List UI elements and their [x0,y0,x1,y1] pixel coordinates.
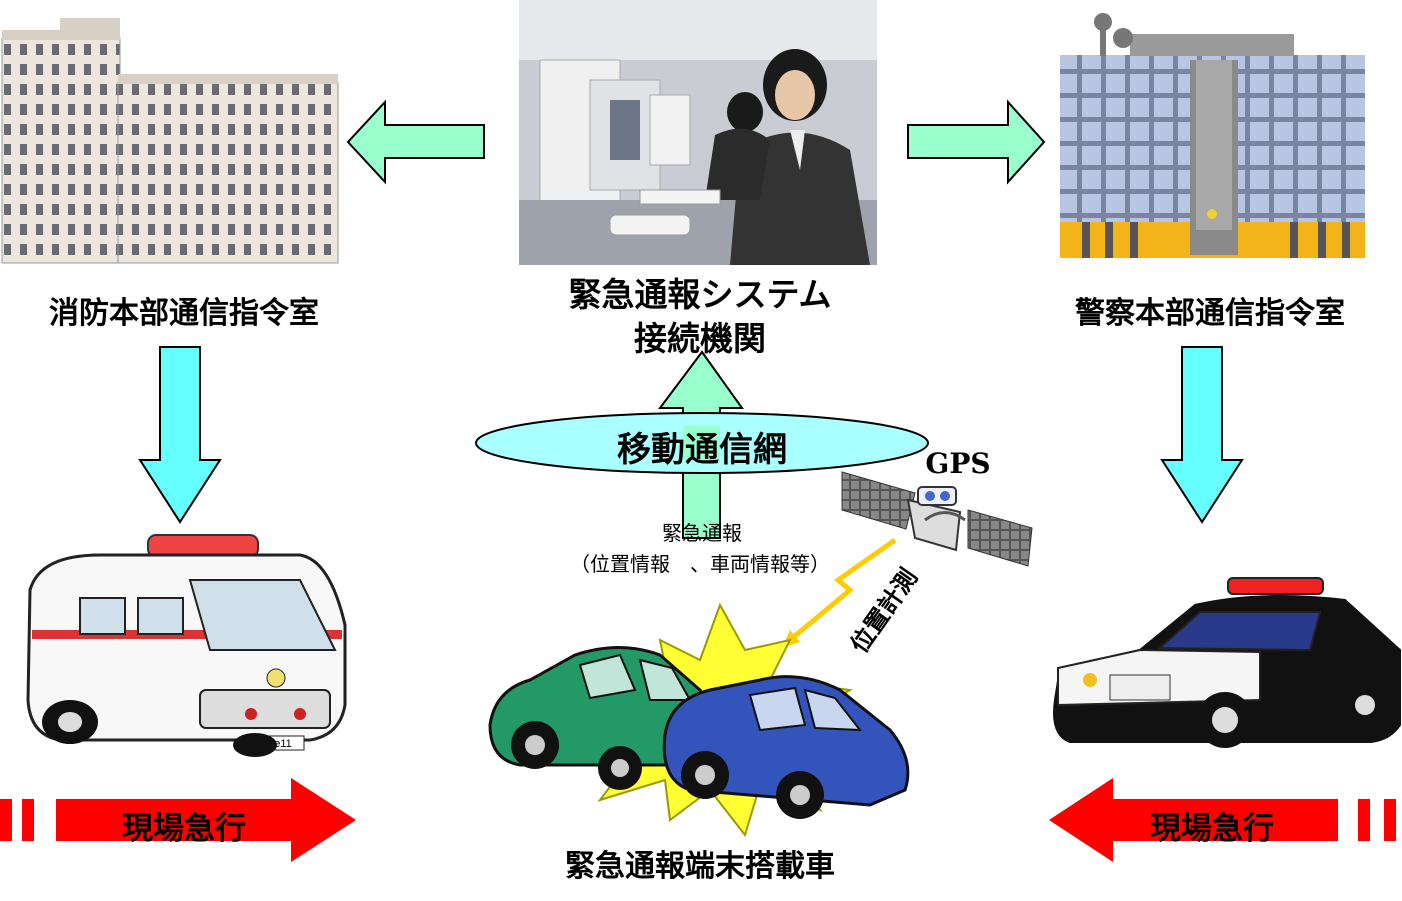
rush-right-label: 現場急行 [1150,811,1274,847]
police-hq-building [1060,13,1365,258]
rush-arrow-right [1049,778,1396,862]
arrow-to-police-car [1160,346,1244,524]
rush-left-label: 現場急行 [122,811,246,847]
fire-hq-building [1,18,339,264]
ambulance: e11 [26,534,347,757]
police-hq-label: 警察本部通信指令室 [1075,296,1345,331]
report-details-label: （位置情報 、車両情報等） [570,552,830,576]
gps-satellite [841,471,1033,567]
call-center-photo [519,0,877,265]
emergency-system-label-line1: 緊急通報システム [568,275,832,314]
rush-arrow-left [0,778,356,862]
emergency-report-label: 緊急通報 [662,521,742,545]
crashed-cars [488,602,910,838]
gps-label: GPS [925,447,991,480]
mobile-network-label: 移動通信網 [617,430,787,470]
arrow-to-police-hq [907,99,1046,185]
position-signal-bolt [788,537,897,642]
fire-hq-label: 消防本部通信指令室 [49,296,319,331]
arrow-to-ambulance [138,346,222,524]
equipped-vehicle-label: 緊急通報端末搭載車 [565,849,835,884]
arrow-to-fire-hq [346,99,485,185]
police-car [1053,577,1401,748]
emergency-system-label-line2: 接続機関 [634,319,766,358]
ambulance-number: e11 [274,738,292,750]
